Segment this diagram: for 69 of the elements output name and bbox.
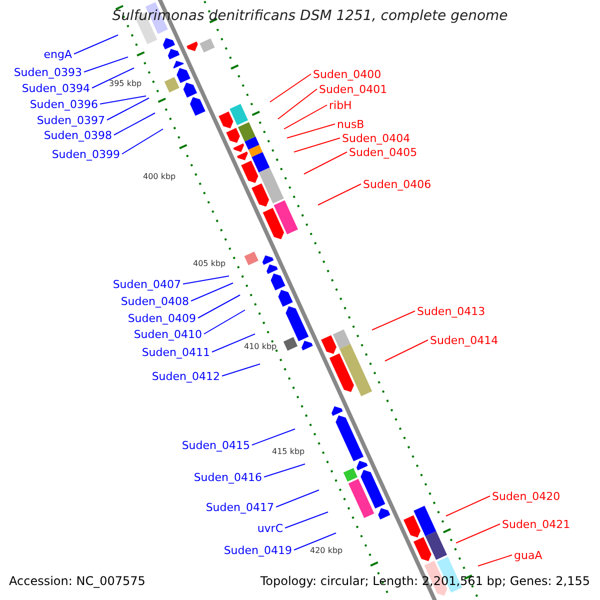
leader-line [384,340,428,362]
leader-line [114,112,156,136]
scale-label: 400 kbp [143,172,176,182]
accession-text: Accession: NC_007575 [9,574,146,589]
leader-line [286,124,336,138]
gene-label: Suden_0394 [22,82,90,94]
leader-line [182,276,230,284]
leader-line [212,334,256,352]
leader-line [304,152,348,174]
scale-label: 395 kbp [109,79,142,89]
leader-line [190,282,234,302]
leader-line [264,464,306,478]
leader-line [252,428,296,446]
gene-label: Suden_0401 [319,82,388,96]
gene-label: Suden_0414 [430,334,498,346]
gene-label: Suden_0416 [194,470,262,484]
leader-line [122,128,164,154]
gene-label: Suden_0408 [120,294,189,308]
gene-label: Suden_0409 [128,312,196,324]
gene-label: Suden_0419 [224,544,292,556]
leader-line [478,554,512,566]
leader-line [198,294,240,318]
gene-label: Suden_0421 [502,518,570,530]
gene-label: Suden_0393 [14,66,82,78]
gene-label: Suden_0410 [134,328,202,340]
gene-label: Suden_0396 [30,98,98,110]
leader-line [284,104,328,130]
leader-line [278,88,318,120]
gene-label: Suden_0420 [492,490,560,502]
scale-label: 410 kbp [244,342,277,352]
gene-label: Suden_0399 [52,148,120,160]
leader-line [372,310,416,330]
leader-line [100,96,146,104]
leader-line [74,34,118,54]
scale-label: 405 kbp [193,259,226,269]
gene-label: nusB [337,118,364,130]
leader-line [84,56,128,72]
gene-label: Suden_0400 [313,68,382,80]
leader-line [270,74,312,102]
leader-line [456,524,500,544]
leader-line [284,512,328,528]
leader-line [92,68,134,88]
genome-summary-text: Topology: circular; Length: 2,201,561 bp; Genes: 2,155 [260,574,590,589]
leader-line [294,138,340,152]
gene-label: uvrC [257,522,283,534]
gene-label: Suden_0411 [142,346,210,358]
gene-label: Suden_0405 [349,146,418,158]
gene-label: Suden_0406 [363,178,432,190]
leader-line [276,490,320,508]
leader-line [106,98,150,120]
gene-label: guaA [514,548,542,562]
gene-label: Suden_0407 [112,278,181,290]
leader-line [446,496,490,516]
scale-label: 415 kbp [272,447,305,457]
gene-label: Suden_0398 [44,128,112,142]
gene-label: Suden_0413 [417,304,486,318]
gene-label: Suden_0397 [36,114,105,126]
gene-label: Suden_0404 [342,132,410,144]
leader-line [318,184,362,206]
title: Sulfurimonas denitrificans DSM 1251, complete genome [111,8,509,24]
leader-line [204,310,246,334]
gene-label: ribH [329,98,352,112]
leader-line [222,364,260,376]
scale-label: 420 kbp [310,546,343,556]
gene-label: Suden_0417 [206,500,274,514]
gene-label: Suden_0415 [182,438,250,452]
gene-label: Suden_0412 [152,370,220,382]
leader-line [294,532,336,550]
gene-label: engA [44,48,72,60]
